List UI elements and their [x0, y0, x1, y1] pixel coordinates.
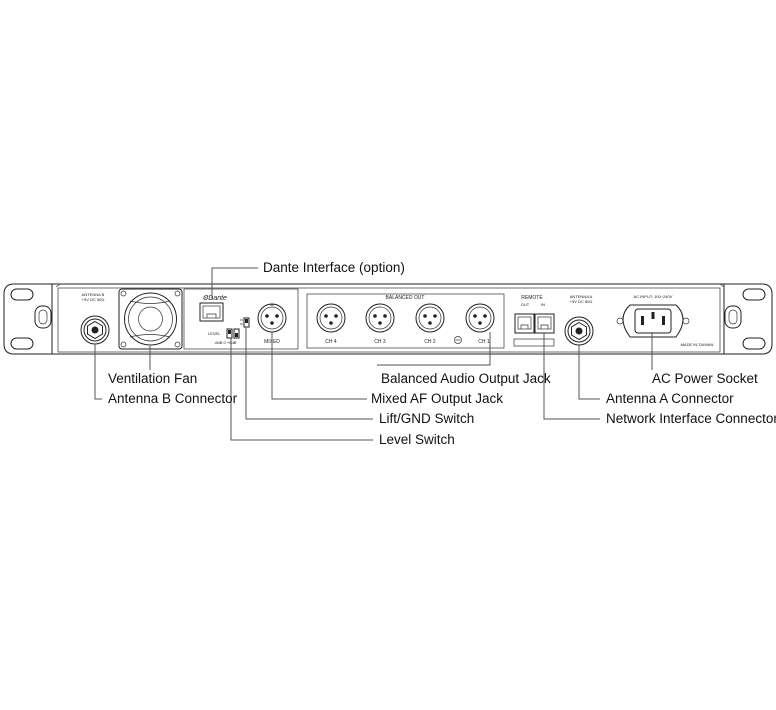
callout-network-interface-connector: Network Interface Connector [606, 411, 776, 426]
callout-lift-gnd-switch: Lift/GND Switch [379, 411, 475, 426]
leader-antenna-b [94, 344, 102, 400]
rack-chassis [3, 283, 773, 355]
remote-out-label: OUT [521, 302, 530, 307]
remote-in-label: IN [541, 302, 545, 307]
xlr-ch1: CH 1 [465, 303, 495, 345]
ac-input-label: AC INPUT: 100~240V [634, 294, 673, 299]
remote-network-connectors: REMOTE OUT IN [513, 295, 555, 347]
xlr-ch2: CH 2 [415, 303, 445, 345]
antenna-b-label-line2: +9V DC 50Ω [82, 297, 105, 302]
callout-ventilation-fan: Ventilation Fan [108, 371, 198, 386]
callout-level-switch: Level Switch [379, 432, 455, 447]
balanced-out-panel: BALANCED OUT [306, 293, 505, 349]
leader-balanced [377, 332, 491, 366]
level-values: -6dB 0 +6dB [214, 340, 237, 345]
callout-ac-power-socket: AC Power Socket [652, 371, 758, 386]
ch3-label: CH 3 [374, 339, 386, 345]
callout-antenna-a-connector: Antenna A Connector [606, 391, 734, 406]
right-rack-ear [724, 288, 766, 350]
antenna-b-label-line1: ANTENNA B [82, 292, 105, 297]
antenna-b-connector: ANTENNA B +9V DC 50Ω [80, 292, 110, 345]
ch4-label: CH 4 [325, 339, 337, 345]
callout-mixed-af-output-jack: Mixed AF Output Jack [371, 391, 504, 406]
leader-lift-gnd [245, 327, 373, 420]
leader-level [230, 338, 373, 441]
ch1-label: CH 1 [478, 339, 490, 345]
ground-screw [454, 336, 462, 344]
made-in-label: MADE IN TAIWAN [681, 342, 714, 347]
leader-lines [94, 267, 653, 441]
callout-balanced-audio-output-jack: Balanced Audio Output Jack [381, 371, 551, 386]
left-rack-ear [10, 288, 52, 350]
leader-mixed [271, 332, 367, 400]
remote-label: REMOTE [521, 295, 543, 301]
level-label: LEVEL [208, 331, 221, 336]
xlr-ch4: CH 4 [316, 303, 346, 345]
dante-logo: ⚙Dante [202, 294, 227, 302]
callout-antenna-b-connector: Antenna B Connector [108, 391, 238, 406]
dante-module: ⚙Dante LEVEL -6dB 0 +6dB [183, 288, 299, 350]
callout-dante-interface: Dante Interface (option) [263, 260, 405, 275]
balanced-out-label: BALANCED OUT [386, 295, 425, 301]
leader-network [543, 333, 600, 420]
xlr-ch3: CH 3 [365, 303, 395, 345]
antenna-a-connector: ANTENNA A +9V DC 50Ω [564, 294, 594, 346]
antenna-a-label-line2: +9V DC 50Ω [570, 299, 593, 304]
ch2-label: CH 2 [424, 339, 436, 345]
ventilation-fan [118, 288, 183, 350]
ac-power-socket: AC INPUT: 100~240V MADE IN TAIWAN [616, 294, 714, 347]
antenna-a-label-line1: ANTENNA A [570, 294, 593, 299]
leader-antenna-a [578, 345, 600, 400]
leader-dante [211, 267, 258, 300]
